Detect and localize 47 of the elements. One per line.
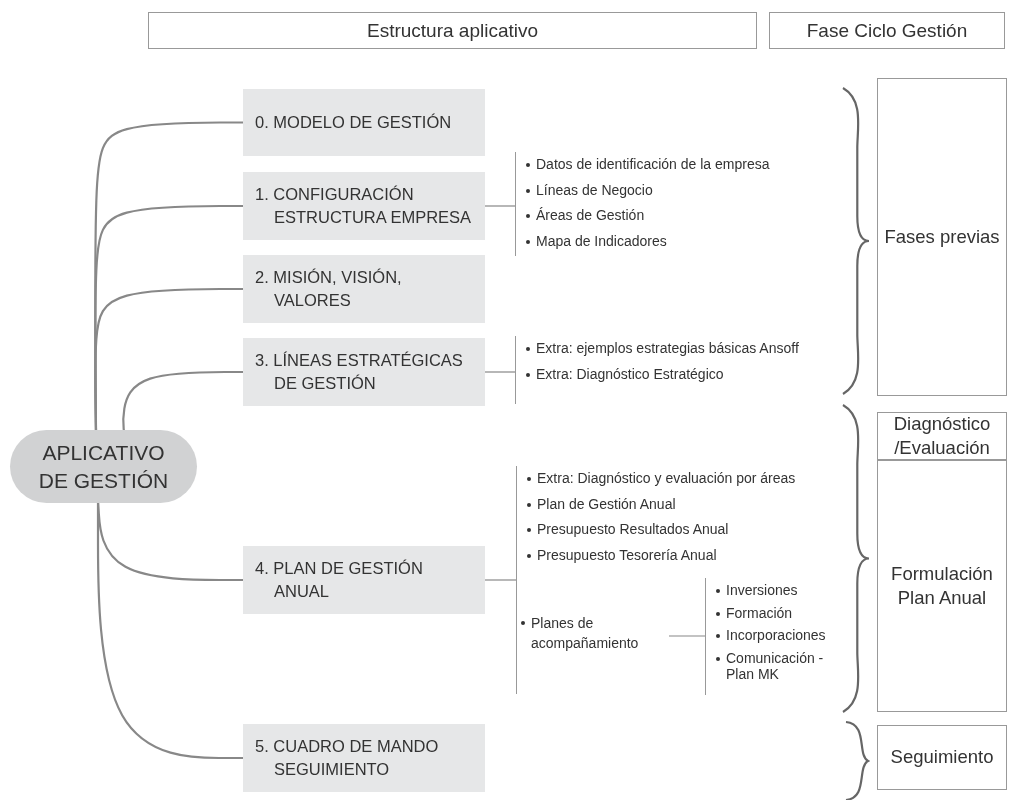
- module-box: [243, 89, 485, 156]
- list-item: Extra: ejemplos estrategias básicas Ansoff: [536, 340, 799, 356]
- list-item: Formación: [726, 604, 793, 621]
- module-box: [243, 724, 485, 792]
- list-item: Presupuesto Tesorería Anual: [537, 546, 717, 563]
- module-label: 3. LÍNEAS ESTRATÉGICAS DE GESTIÓN: [255, 349, 464, 394]
- column-heading: Estructura aplicativo: [366, 19, 539, 42]
- connector-line: [484, 371, 516, 373]
- module-label: 1. CONFIGURACIÓN ESTRUCTURA EMPRESA: [255, 183, 473, 228]
- phase-box: [877, 78, 1007, 396]
- list-item: Datos de identificación de la empresa: [536, 156, 770, 172]
- phase-box: [877, 460, 1007, 712]
- list-item: Presupuesto Resultados Anual: [537, 521, 729, 537]
- list-item: Comunicación - Plan MK: [726, 649, 825, 682]
- list-item: Extra: Diagnóstico Estratégico: [536, 365, 724, 382]
- module-label: 4. PLAN DE GESTIÓN ANUAL: [255, 557, 424, 602]
- module-label: 0. MODELO DE GESTIÓN: [255, 111, 452, 133]
- module-label: 5. CUADRO DE MANDO SEGUIMIENTO: [255, 735, 440, 780]
- phase-label: Formulación Plan Anual: [890, 561, 994, 610]
- list-item: Áreas de Gestión: [536, 207, 645, 223]
- column-heading: Fase Ciclo Gestión: [806, 19, 968, 42]
- connector-line: [484, 205, 516, 207]
- connector-line: [94, 287, 243, 433]
- list-item: Extra: Diagnóstico y evaluación por áreas: [537, 470, 796, 486]
- list-item: Incorporaciones: [726, 627, 826, 643]
- list-item: Inversiones: [726, 582, 798, 598]
- module-box: [243, 172, 485, 240]
- module-label: 2. MISIÓN, VISIÓN, VALORES: [255, 266, 403, 311]
- phase-label: Fases previas: [884, 224, 1000, 249]
- module-box: [243, 338, 485, 406]
- phase-label: Seguimiento: [890, 745, 994, 770]
- phase-label: Diagnóstico /Evaluación: [892, 411, 992, 460]
- list-item: Mapa de Indicadores: [536, 232, 667, 249]
- list-item: Plan de Gestión Anual: [537, 495, 676, 512]
- phase-box: [877, 412, 1007, 460]
- connector-line: [484, 579, 517, 581]
- module-box: [243, 255, 485, 323]
- list-item: Líneas de Negocio: [536, 181, 653, 198]
- root-label: APLICATIVO DE GESTIÓN: [37, 440, 170, 494]
- header-box: [769, 12, 1005, 49]
- list-item: Planes de acompañamiento: [531, 614, 640, 653]
- phase-box: [877, 725, 1007, 790]
- connector-line: [122, 370, 243, 433]
- connector-line: [668, 635, 706, 637]
- header-box: [148, 12, 757, 49]
- module-box: [243, 546, 485, 614]
- connector-line: [96, 501, 243, 760]
